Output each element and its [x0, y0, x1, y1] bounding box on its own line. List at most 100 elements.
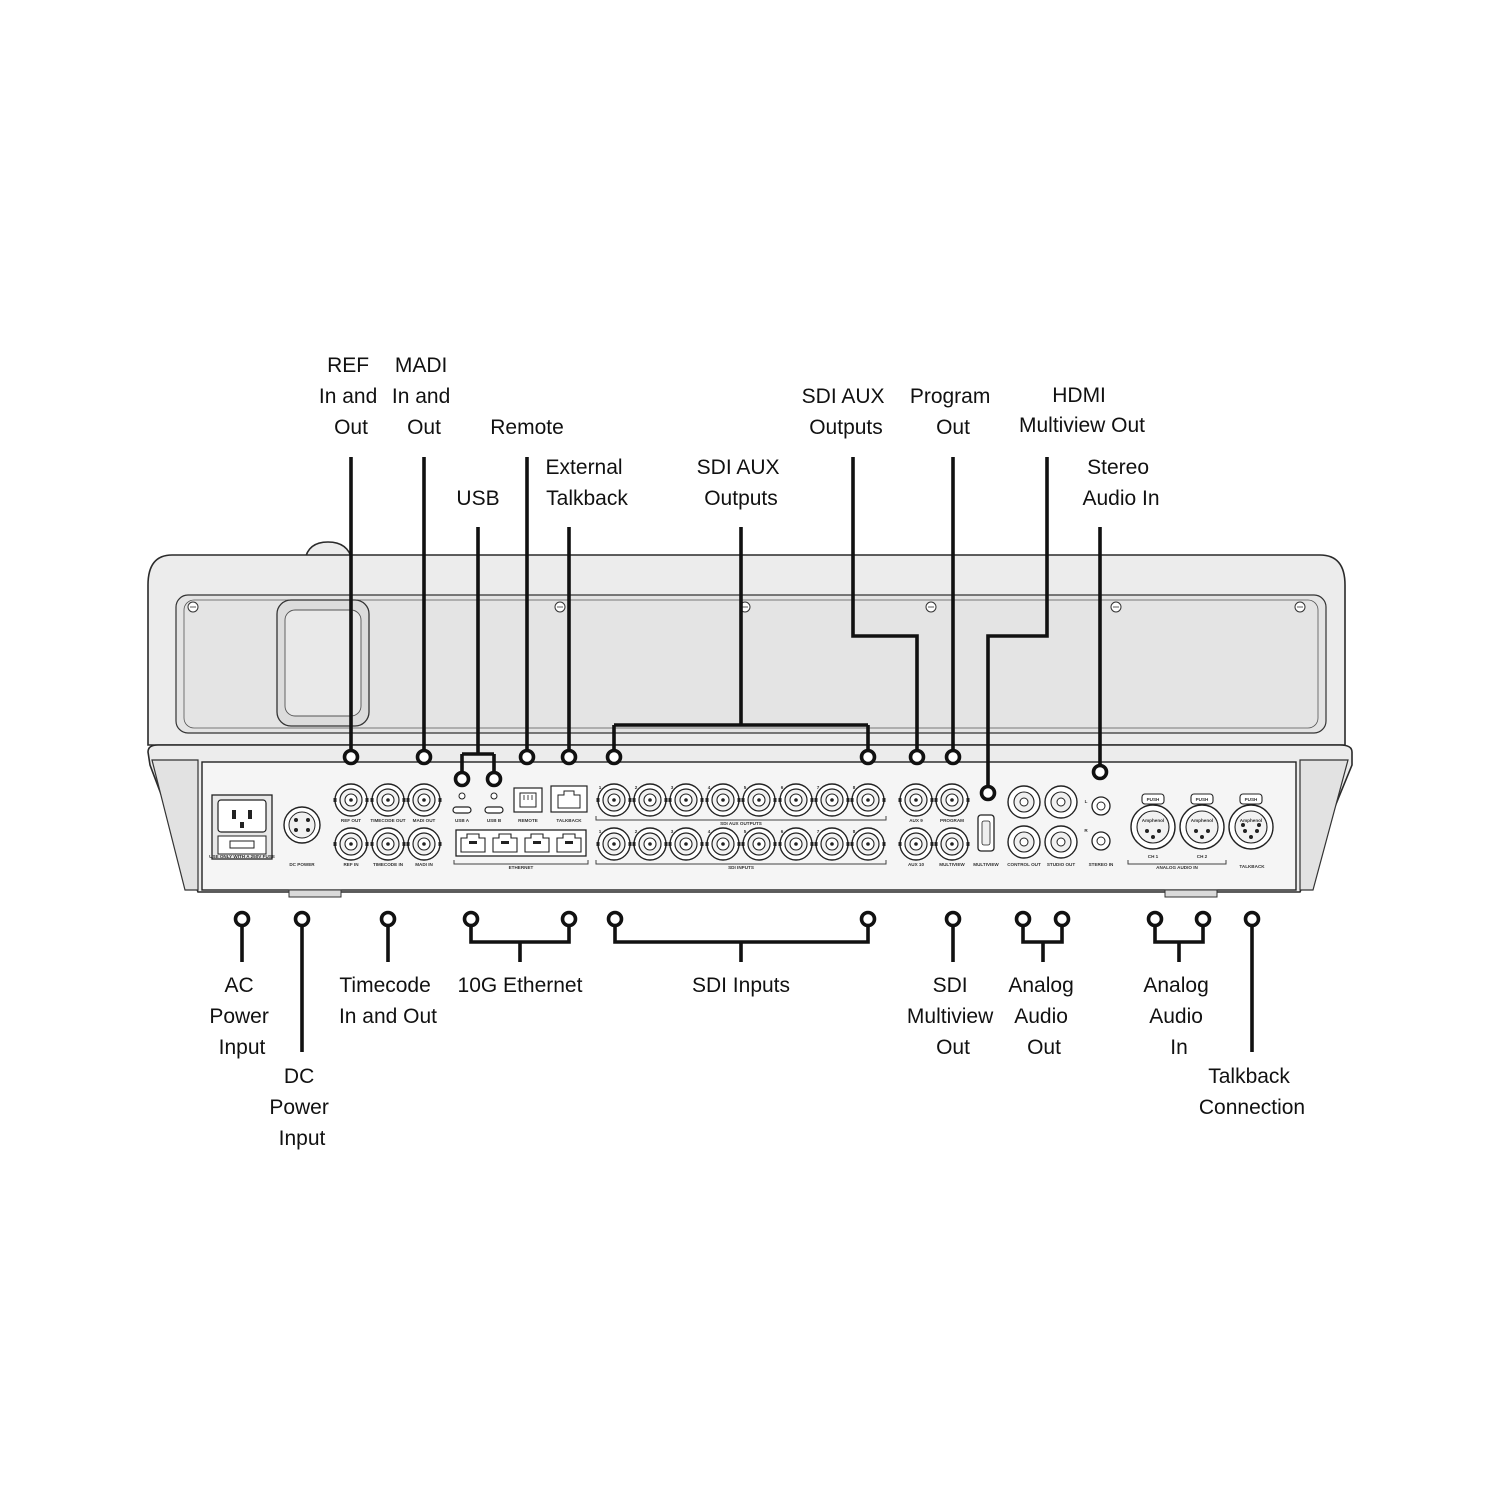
ethernet-jack-2 — [492, 833, 518, 853]
sdi-aux-out-5-lug-left — [741, 798, 745, 802]
callout-madi: MADI In and Out — [392, 354, 456, 439]
trs-jack-1 — [1007, 785, 1041, 819]
trs-hole-3 — [1019, 837, 1029, 847]
xlr-ch1-brand-label: Amphenol — [1142, 818, 1164, 823]
sdi-aux-number-2: 2 — [635, 785, 638, 790]
xlr-ch1-face — [1136, 810, 1170, 844]
callout-sdi-multiview-out: SDI Multiview Out — [907, 974, 999, 1059]
sdi-in-3 — [668, 827, 704, 861]
an-out-right-callout-dot — [1053, 910, 1071, 928]
xlr-ch2-face — [1185, 810, 1219, 844]
sdi-aux-out-5-lug-right — [773, 798, 777, 802]
sdi-inputs-label: SDI INPUTS — [728, 865, 754, 870]
bnc-bottom-2-pin — [386, 842, 390, 846]
sdi-aux-out-4-pin — [721, 798, 725, 802]
sdi-aux-out-1-pin — [612, 798, 616, 802]
timecode-in-label: TIMECODE IN — [373, 862, 404, 867]
sdi-aux-out-8-lug-right — [882, 798, 886, 802]
multiview-bnc-pin — [950, 842, 954, 846]
bnc-bottom-3-pin — [422, 842, 426, 846]
sdi-in-1-lug-right — [628, 842, 632, 846]
sdi-in-2 — [632, 827, 668, 861]
sdi-aux-out-6-lug-left — [778, 798, 782, 802]
sdi-aux-out-8 — [850, 783, 886, 817]
sdi-in-1 — [596, 827, 632, 861]
external-talkback-port: TALKBACK — [550, 785, 588, 823]
bnc-bottom-1 — [333, 827, 369, 861]
aux9-callout-dot — [908, 748, 926, 766]
hdmi-callout-dot — [979, 784, 997, 802]
usb-b-callout-dot — [485, 770, 503, 788]
sdi-in-8-lug-left — [850, 842, 854, 846]
madi-callout-dot — [415, 748, 433, 766]
callout-talkback-connection: Talkback Connection — [1199, 1065, 1305, 1119]
fuse-note-label: USE ONLY WITH A 250V FUSE — [209, 854, 275, 859]
bnc-top-3-lug-left — [406, 798, 410, 802]
bnc-bottom-3 — [406, 827, 442, 861]
xlr-ch1-pin-1 — [1145, 829, 1149, 833]
sdi-aux-out-3-lug-left — [668, 798, 672, 802]
ethernet-right-callout-dot — [560, 910, 578, 928]
sdi-aux-out-5-pin — [757, 798, 761, 802]
xlr-talkback-brand-label: Amphenol — [1240, 818, 1262, 823]
bottom-callout-dots — [233, 910, 1261, 928]
sdi-aux-out-7 — [814, 783, 850, 817]
multiview-bnc — [934, 827, 970, 861]
ethernet-label: ETHERNET — [509, 865, 534, 870]
sdi-in-4-lug-left — [705, 842, 709, 846]
aux9-bnc-pin — [914, 798, 918, 802]
program-label: PROGRAM — [940, 818, 964, 823]
bnc-connectors — [333, 783, 970, 861]
sdi-in-3-pin — [684, 842, 688, 846]
callout-sdi-aux-outputs-main: SDI AUX Outputs — [697, 456, 786, 510]
xlr-ch1-pin-3 — [1151, 835, 1155, 839]
callout-ac-power-input: AC Power Input — [209, 974, 274, 1059]
bnc-top-1 — [333, 783, 369, 817]
sdi-aux-out-1-lug-right — [628, 798, 632, 802]
aux10-bnc — [898, 827, 934, 861]
sdi-aux-out-1-lug-left — [596, 798, 600, 802]
sdi-in-7 — [814, 827, 850, 861]
trs-hole-1 — [1019, 797, 1029, 807]
xlr-ch1-push-tab — [1141, 793, 1165, 805]
callout-hdmi-multiview-out: HDMI Multiview Out — [1019, 384, 1145, 437]
sdi-in-1-pin — [612, 842, 616, 846]
sdi-in-right-callout-dot — [859, 910, 877, 928]
aux10-label: AUX 10 — [908, 862, 925, 867]
madi-in-label: MADI IN — [415, 862, 433, 867]
sdi-aux-right-callout-dot — [859, 748, 877, 766]
sdi-in-8-pin — [866, 842, 870, 846]
program-bnc-pin — [950, 798, 954, 802]
bottom-leader-lines — [240, 926, 1254, 1052]
sdi-aux-out-3-lug-right — [700, 798, 704, 802]
sdi-in-4-lug-right — [737, 842, 741, 846]
sdi-in-5-pin — [757, 842, 761, 846]
bnc-top-3-pin — [422, 798, 426, 802]
sdi-aux-left-callout-dot — [605, 748, 623, 766]
aux9-label: AUX 9 — [909, 818, 923, 823]
sdi-in-number-3: 3 — [671, 829, 674, 834]
callout-external-talkback: External Talkback — [546, 456, 629, 510]
hdmi-port: MULTIVIEW — [973, 814, 999, 867]
bnc-top-1-pin — [349, 798, 353, 802]
ethernet-jack-3 — [524, 833, 550, 853]
sdi-aux-out-2 — [632, 783, 668, 817]
xlr-talkback-pin-4 — [1241, 823, 1245, 827]
program-bnc-lug-right — [966, 798, 970, 802]
ac-callout-dot — [233, 910, 251, 928]
sdi-in-6-lug-right — [810, 842, 814, 846]
ethernet-jack-contacts-2 — [501, 841, 509, 844]
an-in-right-callout-dot — [1194, 910, 1212, 928]
bnc-bottom-3-lug-left — [406, 842, 410, 846]
ethernet-left-callout-dot — [462, 910, 480, 928]
remote-port: REMOTE — [513, 787, 543, 823]
trs-hole-4 — [1056, 837, 1066, 847]
aux9-bnc — [898, 783, 934, 817]
bnc-bottom-1-lug-right — [365, 842, 369, 846]
ref-in-label: REF IN — [343, 862, 359, 867]
bnc-top-2-lug-right — [402, 798, 406, 802]
sdi-aux-out-6-lug-right — [810, 798, 814, 802]
